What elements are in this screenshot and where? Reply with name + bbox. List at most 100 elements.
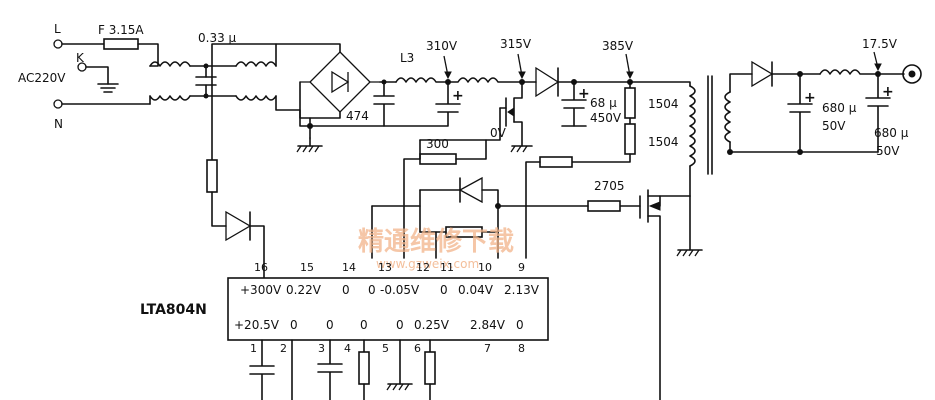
pin-8: 8 <box>518 342 525 355</box>
resistor-startup <box>206 159 218 193</box>
fuse <box>103 38 139 50</box>
label-ac220v: AC220V <box>18 71 66 85</box>
pin-15: 15 <box>300 261 314 274</box>
v-pin-8: 0 <box>516 318 524 332</box>
svg-text:+: + <box>578 86 590 102</box>
label-n: N <box>54 117 63 131</box>
resistor-divider-feed <box>539 156 573 168</box>
resistor-pin6 <box>424 351 436 385</box>
ground-icon <box>296 145 323 153</box>
bridge-diode-icon <box>331 70 350 94</box>
transformer <box>689 73 753 197</box>
svg-text:+: + <box>804 90 816 106</box>
svg-text:+: + <box>452 88 464 104</box>
v-pin-5: 0 <box>396 318 404 332</box>
v-pin-14: 0 <box>342 283 350 297</box>
pin-14: 14 <box>342 261 356 274</box>
label-fuse: F 3.15A <box>98 23 144 37</box>
pin-7: 7 <box>484 342 491 355</box>
label-680u-b: 680 μ <box>874 126 909 140</box>
pin-3: 3 <box>318 342 325 355</box>
label-2705: 2705 <box>594 179 625 193</box>
earth-ground-icon <box>97 83 119 93</box>
watermark-url: www.gzweix.com <box>376 257 479 271</box>
v-pin-16: +300V <box>240 283 282 297</box>
pin-4: 4 <box>344 342 351 355</box>
label-50v-b: 50V <box>876 144 900 158</box>
label-315v: 315V <box>500 37 532 51</box>
label-1504-a: 1504 <box>648 97 679 111</box>
ac-input: L K AC220V N F 3.15A <box>18 22 159 131</box>
v-pin-7: 2.84V <box>470 318 506 332</box>
label-0v: 0V <box>490 126 507 140</box>
pin-1: 1 <box>250 342 257 355</box>
ic-bottom-pin-labels: 1 2 3 4 5 6 7 8 <box>250 342 525 355</box>
diode-icon <box>225 210 252 242</box>
v-pin-11: 0 <box>440 283 448 297</box>
resistor-2705 <box>587 200 621 212</box>
pin-9: 9 <box>518 261 525 274</box>
pin-2: 2 <box>280 342 287 355</box>
ic-body <box>227 277 549 341</box>
label-k: K <box>76 51 85 65</box>
pin-12: 12 <box>416 261 430 274</box>
pin-5: 5 <box>382 342 389 355</box>
label-17-5v: 17.5V <box>862 37 898 51</box>
input-filter: 0.33 μ <box>149 31 341 119</box>
label-474: 474 <box>346 109 369 123</box>
ic-top-pin-labels: 16 15 14 13 12 11 10 9 <box>254 261 525 274</box>
secondary-output: + + 17.5V 680 μ 50V 680 μ 50V <box>729 37 922 158</box>
ground-icon <box>386 383 413 391</box>
ic-name: LTA804N <box>140 302 207 318</box>
svg-text:+: + <box>882 84 894 100</box>
label-l: L <box>54 22 61 36</box>
ground-icon <box>676 249 703 257</box>
v-pin-1: +20.5V <box>234 318 280 332</box>
label-300: 300 <box>426 137 449 151</box>
v-pin-9: 2.13V <box>504 283 540 297</box>
ic-lta804n: LTA804N 16 15 14 13 12 11 10 9 +300V 0.2… <box>140 261 549 355</box>
ic-bottom-voltages: +20.5V 0 0 0 0 0.25V 2.84V 0 <box>234 318 524 332</box>
pfc-input-stage: L3 310V + 315V <box>309 37 532 127</box>
label-50v-a: 50V <box>822 119 846 133</box>
resistor-300 <box>419 153 457 165</box>
pfc-output: + 68 μ 450V 385V 1504 1504 <box>521 39 691 259</box>
pin-11: 11 <box>440 261 454 274</box>
ic-bottom-components <box>249 339 436 400</box>
v-pin-12: -0.05V <box>380 283 420 297</box>
main-switch: 2705 <box>497 179 703 400</box>
label-1504-b: 1504 <box>648 135 679 149</box>
resistor-1504-upper <box>624 87 636 119</box>
label-310v: 310V <box>426 39 458 53</box>
resistor-pin4 <box>358 351 370 385</box>
diode-icon <box>751 60 774 88</box>
label-680u-a: 680 μ <box>822 101 857 115</box>
label-l3: L3 <box>400 51 414 65</box>
label-cap-0-33u: 0.33 μ <box>198 31 237 45</box>
bridge-rectifier: 474 <box>296 51 380 153</box>
v-pin-2: 0 <box>290 318 298 332</box>
diode-icon <box>535 66 560 98</box>
watermark-text: 精通维修下载 <box>358 226 514 257</box>
startup-path <box>206 43 277 279</box>
ic-top-voltages: +300V 0.22V 0 0 -0.05V 0 0.04V 2.13V <box>240 283 540 297</box>
resistor-1504-lower <box>624 123 636 155</box>
pfc-mosfet: 0V <box>419 81 533 153</box>
pin-10: 10 <box>478 261 492 274</box>
v-pin-3: 0 <box>326 318 334 332</box>
terminal-n <box>53 99 63 109</box>
terminal-l <box>53 39 63 49</box>
output-connector-icon <box>902 64 922 84</box>
v-pin-13: 0 <box>368 283 376 297</box>
label-68u: 68 μ <box>590 96 617 110</box>
pin-16: 16 <box>254 261 268 274</box>
v-pin-10: 0.04V <box>458 283 494 297</box>
v-pin-15: 0.22V <box>286 283 322 297</box>
v-pin-4: 0 <box>360 318 368 332</box>
label-385v: 385V <box>602 39 634 53</box>
pin-13: 13 <box>378 261 392 274</box>
pin-6: 6 <box>414 342 421 355</box>
v-pin-6: 0.25V <box>414 318 450 332</box>
ground-icon <box>510 145 533 153</box>
